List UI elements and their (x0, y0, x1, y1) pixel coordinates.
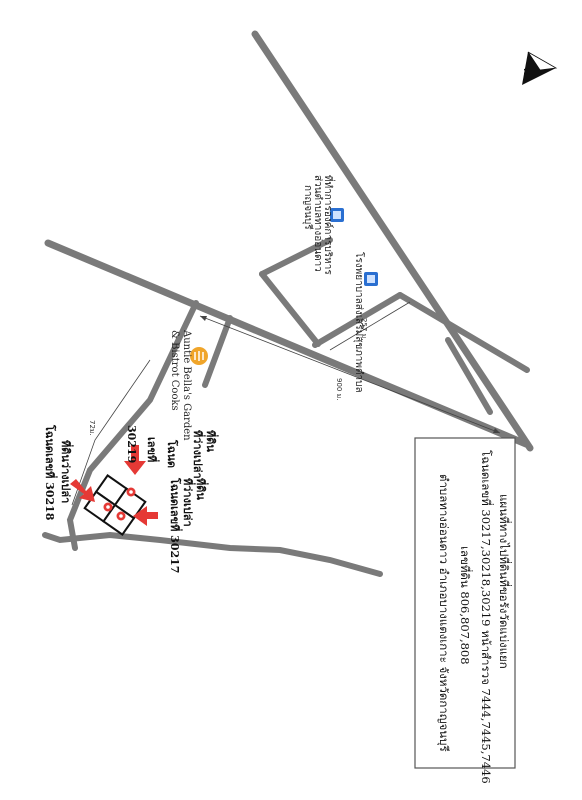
office-label-3: กาญจนบุรี (302, 185, 314, 230)
title-line-3: เลขที่ดิน 806,807,808 (458, 546, 473, 665)
plot-30219-label-2: ที่ว่างเปล่า (191, 430, 206, 479)
road-branch-stub (445, 337, 493, 415)
plot-30217-label-3: โฉนดเลขที่ 30217 (168, 477, 183, 573)
distance-line-900 (199, 315, 501, 434)
north-arrow: N (521, 51, 558, 85)
distance-label-900: 900 ม. (335, 378, 343, 400)
plot-30219-label-5: 30219 (125, 425, 138, 463)
plot-30217-label-1: ที่ดิน (194, 478, 209, 500)
road-cross-upper (312, 292, 403, 348)
arrow-left-icon (133, 506, 158, 526)
distance-markers: 900 ม. 257 ม. 72ม. (71, 301, 501, 506)
office-label-1: ที่ทำการองค์การบริหาร (322, 175, 336, 275)
plot-group (83, 474, 147, 536)
title-line-2: โฉนดเลขที่ 30217,30218,30219 หน้าสำรวจ 7… (479, 450, 494, 784)
title-box: แผนที่ทางไปที่ดินที่ขอรังวัดแบ่งแยก โฉนด… (414, 437, 516, 784)
hospital-label: โรงพยาบาลส่งเสริมสุขภาพตำบล (353, 252, 366, 393)
road-branch-right (397, 292, 530, 373)
title-box-frame (414, 437, 516, 769)
distance-arrowhead (493, 428, 500, 433)
plot-labels: ที่ดิน ที่ว่างเปล่า โฉนดเลขที่ 30217 ที่… (43, 424, 219, 573)
distance-line-72 (71, 359, 151, 506)
road-network (42, 30, 534, 577)
north-label: N (521, 68, 531, 76)
distance-arrowhead (200, 316, 207, 321)
land-plots (83, 474, 147, 536)
road-short-upper (259, 237, 333, 277)
main-road-diagonal (251, 30, 534, 452)
cafe-icon-mark (194, 351, 204, 361)
arrow-down-icon (124, 445, 146, 475)
distance-label-257: 257 ม. (360, 318, 368, 340)
landmark-hospital: โรงพยาบาลส่งเสริมสุขภาพตำบล (353, 252, 378, 393)
plot-30217-label-2: ที่ว่างเปล่า (181, 478, 196, 527)
north-arrow-half (527, 51, 558, 71)
plot-30219-label-3: โฉนด (165, 439, 179, 468)
red-arrows (70, 445, 158, 526)
plot-30218-label-1: ที่ดินว่างเปล่า (59, 440, 74, 503)
plot-30219-label-4: เลขที่ (145, 437, 160, 462)
plot-pin-centers (106, 490, 133, 518)
plot-30219-label-1: ที่ดิน (204, 430, 219, 452)
road-link-middle (259, 271, 321, 347)
landmark-office: ที่ทำการองค์การบริหาร ส่วนตำบลทางอ่อนดาว… (302, 175, 344, 275)
arrow-diagonal-icon (70, 479, 95, 502)
title-line-1: แผนที่ทางไปที่ดินที่ขอรังวัดแบ่งแยก (497, 494, 512, 669)
office-icon-inner (333, 211, 341, 219)
hospital-icon-inner (367, 275, 375, 283)
plot-30218-label-2: โฉนดเลขที่ 30218 (43, 424, 58, 521)
office-label-2: ส่วนตำบลทางอ่อนดาว (312, 175, 323, 272)
road-cafe-spur (202, 315, 233, 388)
distance-line-257 (329, 301, 411, 351)
road-long-horizontal (44, 239, 530, 448)
landmark-cafe: Auntie Bella's Garden & Bistrot Cooks (169, 329, 208, 441)
cafe-label-1: Auntie Bella's Garden (181, 329, 192, 441)
distance-label-72: 72ม. (88, 420, 96, 436)
title-line-4: ตำบลทางอ่อนดาว อำเภอบางแตงเกาะ จังหวัดกา… (437, 474, 451, 752)
cafe-label-2: & Bistrot Cooks (169, 330, 180, 411)
road-bottom (42, 531, 383, 577)
road-to-plots (66, 300, 199, 551)
